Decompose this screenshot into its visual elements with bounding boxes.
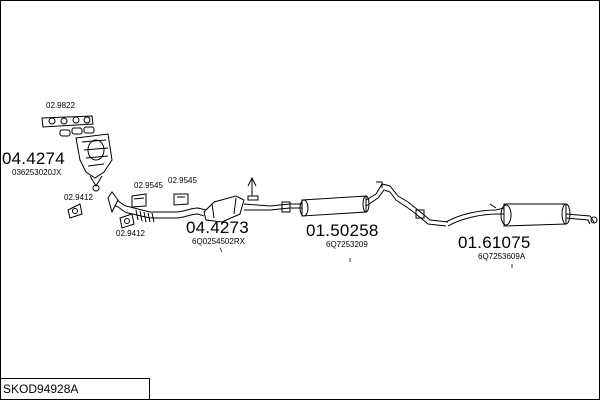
gasket-mid-shape bbox=[119, 213, 135, 229]
gasket-top-shape bbox=[41, 115, 94, 128]
clamp-a-number: 02.9545 bbox=[134, 181, 163, 190]
rear-silencer-oem: 6Q7253609A bbox=[478, 252, 526, 261]
middle-silencer-number: 01.50258 bbox=[306, 221, 379, 240]
diagram-code: SKOD94928A bbox=[0, 378, 150, 399]
connector-shape bbox=[269, 201, 302, 213]
clamp-b-shape bbox=[173, 193, 189, 206]
manifold-shape bbox=[75, 133, 113, 192]
catalyst-number: 04.4273 bbox=[186, 218, 249, 237]
catalyst-shape bbox=[203, 176, 271, 223]
gasket-left-number: 02.9412 bbox=[64, 193, 93, 202]
gasket-top-number: 02.9822 bbox=[46, 101, 75, 110]
leader-lines bbox=[219, 247, 513, 268]
manifold-number: 04.4274 bbox=[2, 149, 65, 168]
front-pipe-shape bbox=[107, 191, 209, 223]
manifold-oem: 036253020JX bbox=[12, 168, 62, 177]
middle-silencer-shape bbox=[299, 181, 449, 227]
rear-silencer-number: 01.61075 bbox=[458, 233, 531, 252]
clamp-a-shape bbox=[131, 193, 147, 208]
middle-silencer-oem: 6Q7253209 bbox=[326, 240, 368, 249]
rear-silencer-shape bbox=[445, 203, 598, 227]
gasket-left-shape bbox=[67, 203, 83, 219]
gasket-mid-number: 02.9412 bbox=[116, 229, 145, 238]
manifold-gaskets-shape bbox=[59, 126, 95, 137]
clamp-b-number: 02.9545 bbox=[168, 176, 197, 185]
catalyst-oem: 6Q0254502RX bbox=[192, 237, 245, 246]
